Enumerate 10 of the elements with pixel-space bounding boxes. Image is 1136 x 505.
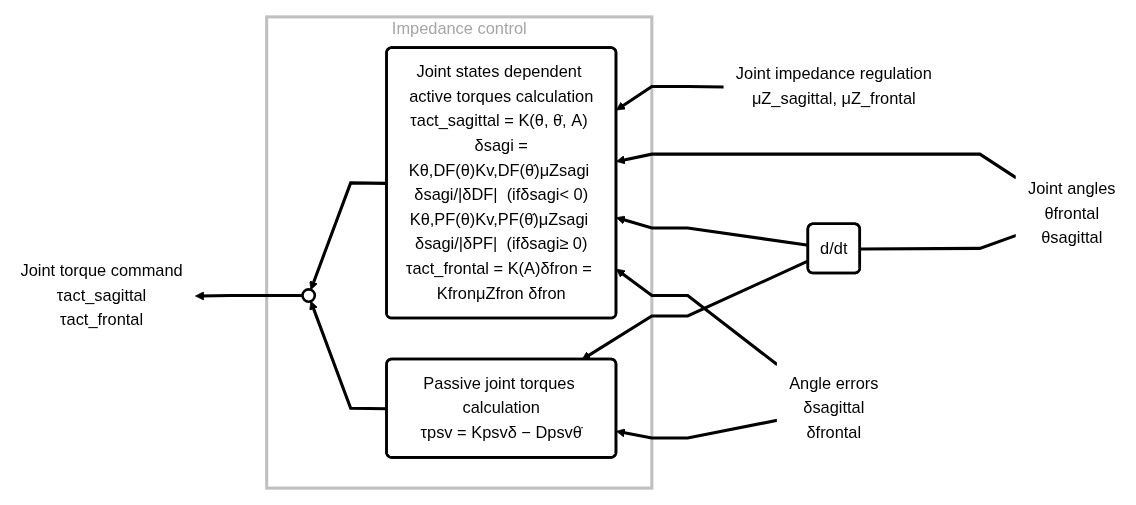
node-text: Joint torque command τact_sagittal τact_frontal — [20, 261, 183, 329]
arrow — [616, 418, 778, 440]
arrow — [616, 85, 725, 111]
node-text: Angle errors δsagittal δfrontal — [789, 374, 879, 441]
node-text: Joint impedance regulation μZ_sagittal, μZ_frontal — [735, 65, 932, 108]
node-text: Joint angles θfrontal θsagittal — [1028, 179, 1116, 247]
node-circle — [301, 288, 317, 303]
arrow — [195, 291, 303, 301]
connector — [860, 233, 1017, 251]
arrow — [616, 268, 779, 367]
